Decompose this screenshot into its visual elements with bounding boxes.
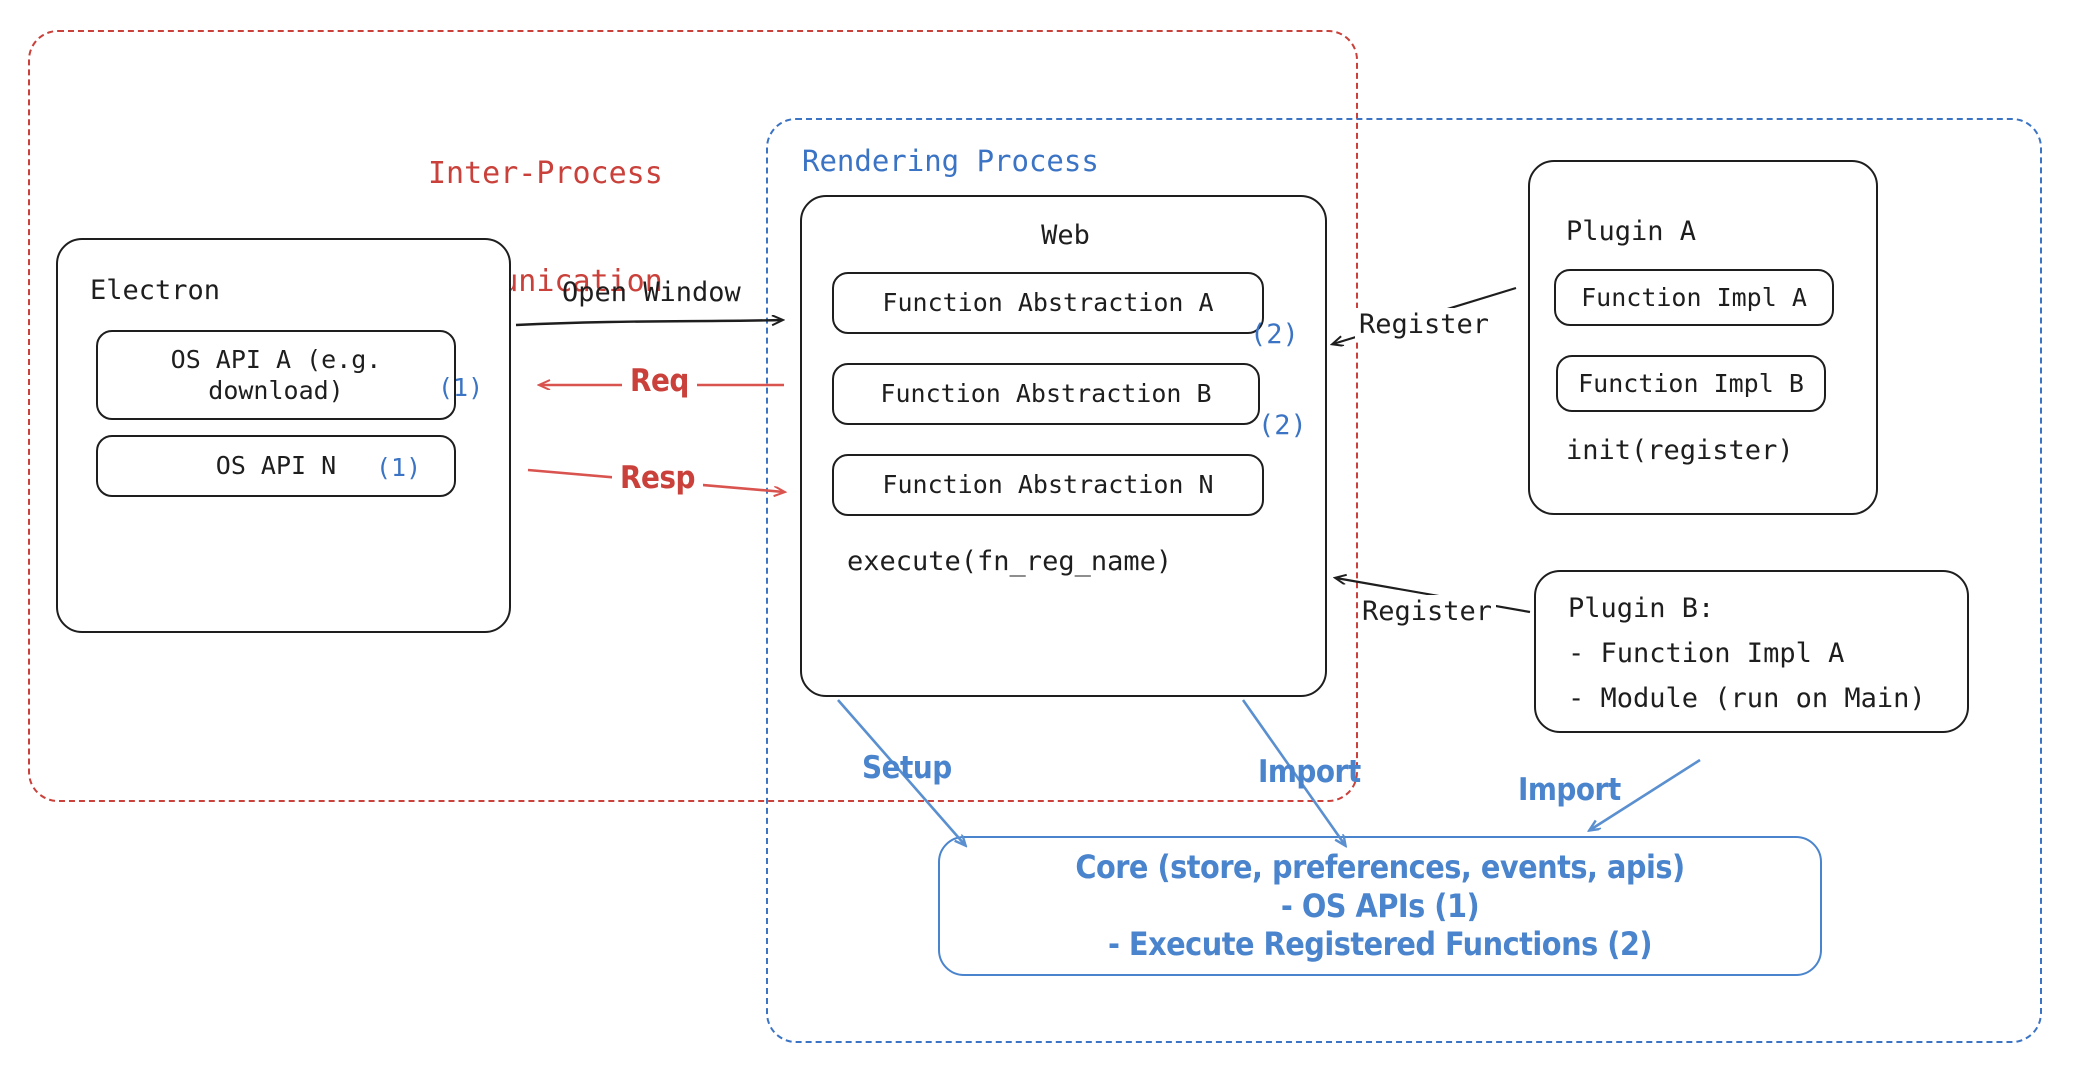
import-left-label: Import [1258, 754, 1361, 790]
resp-label: Resp [612, 460, 703, 498]
function-abstraction-a-box[interactable]: Function Abstraction A [832, 272, 1264, 334]
ipc-label-line1: Inter-Process [428, 156, 663, 191]
plugin-b-box: Plugin B: - Function Impl A - Module (ru… [1534, 570, 1969, 733]
function-abstraction-a-marker: (2) [1250, 319, 1299, 350]
core-box: Core (store, preferences, events, apis) … [938, 836, 1822, 976]
os-api-n-label: OS API N [215, 451, 337, 481]
function-abstraction-b-box[interactable]: Function Abstraction B [832, 363, 1260, 425]
os-api-n-box[interactable]: OS API N [96, 435, 456, 497]
register-plugin-b-label: Register [1358, 595, 1497, 629]
setup-label: Setup [862, 750, 952, 786]
function-abstraction-a-label: Function Abstraction A [882, 288, 1214, 318]
plugin-a-box: Plugin A Function Impl A Function Impl B… [1528, 160, 1878, 515]
plugin-b-line-1: Plugin B: [1568, 593, 1715, 624]
core-line-1: Core (store, preferences, events, apis) [1075, 848, 1685, 887]
plugin-b-line-2: - Function Impl A [1568, 638, 1845, 669]
req-label: Req [622, 363, 697, 401]
function-abstraction-b-marker: (2) [1258, 410, 1307, 441]
os-api-a-marker: (1) [438, 373, 484, 402]
plugin-a-impl-a-label: Function Impl A [1581, 282, 1807, 312]
plugin-a-title: Plugin A [1566, 216, 1697, 247]
rendering-process-container [766, 118, 2042, 1043]
ipc-container [28, 30, 1358, 802]
plugin-a-footer: init(register) [1566, 435, 1794, 466]
plugin-b-line-3: - Module (run on Main) [1568, 683, 1926, 714]
electron-title: Electron [90, 275, 221, 306]
web-footer: execute(fn_reg_name) [847, 546, 1173, 577]
function-abstraction-b-label: Function Abstraction B [880, 379, 1212, 409]
plugin-a-impl-a-box[interactable]: Function Impl A [1554, 269, 1834, 326]
open-window-label: Open Window [562, 277, 741, 308]
rendering-process-label: Rendering Process [802, 144, 1099, 178]
function-abstraction-n-label: Function Abstraction N [882, 470, 1214, 500]
core-line-3: - Execute Registered Functions (2) [1107, 925, 1653, 964]
web-box: Web Function Abstraction A Function Abst… [800, 195, 1327, 697]
electron-box: Electron OS API A (e.g. download) (1) OS… [56, 238, 511, 633]
os-api-a-box[interactable]: OS API A (e.g. download) [96, 330, 456, 420]
os-api-a-label: OS API A (e.g. download) [170, 344, 382, 405]
web-title: Web [1041, 220, 1090, 251]
import-right-label: Import [1518, 772, 1621, 808]
plugin-a-impl-b-box[interactable]: Function Impl B [1556, 355, 1826, 412]
core-line-2: - OS APIs (1) [1280, 886, 1480, 925]
register-plugin-a-label: Register [1355, 308, 1494, 342]
plugin-a-impl-b-label: Function Impl B [1578, 368, 1804, 398]
function-abstraction-n-box[interactable]: Function Abstraction N [832, 454, 1264, 516]
os-api-n-marker: (1) [376, 453, 422, 482]
